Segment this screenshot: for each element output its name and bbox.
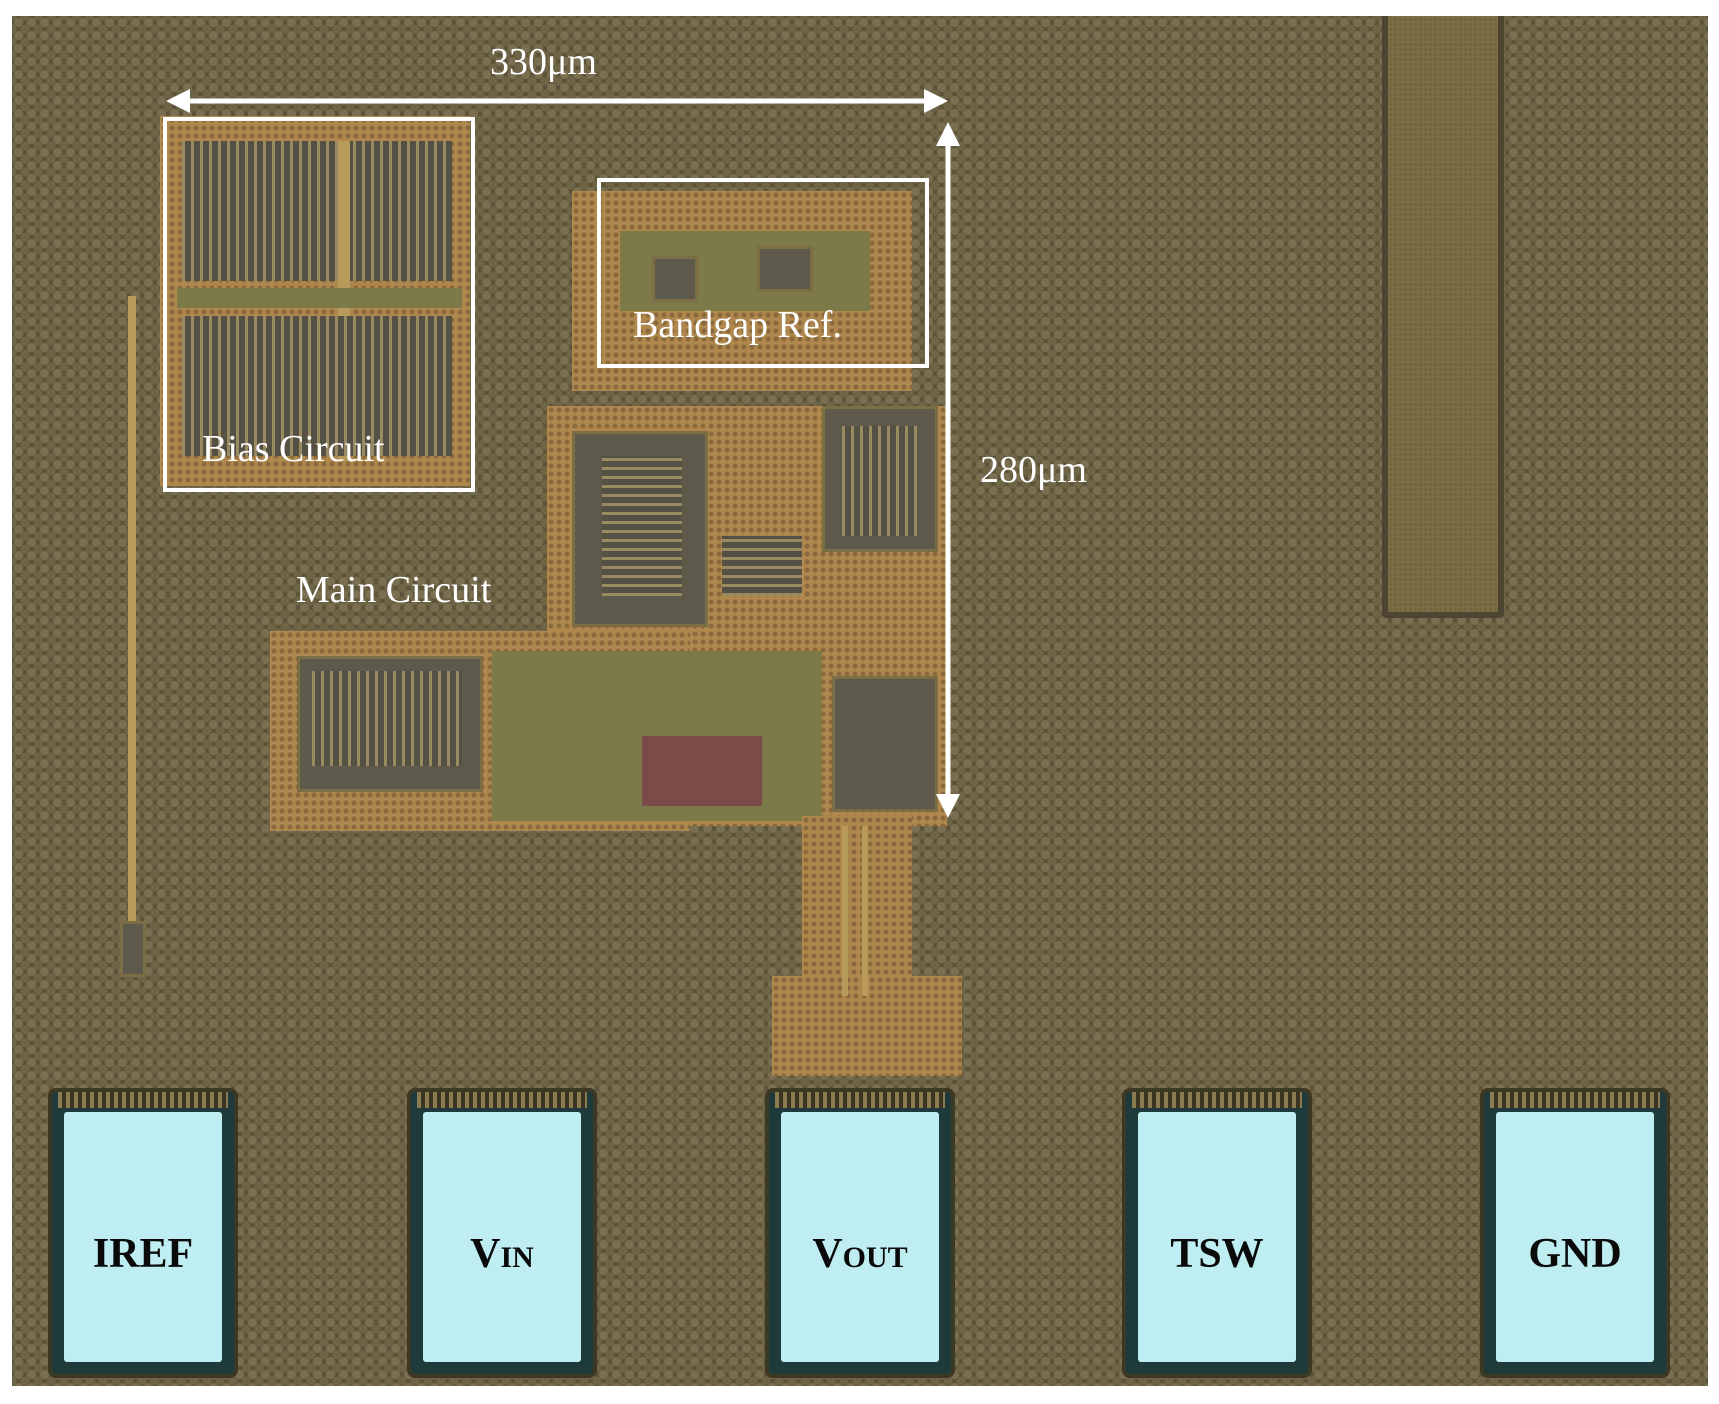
bias-circuit-array-bottom bbox=[182, 316, 452, 456]
left-trace-terminal bbox=[120, 921, 146, 977]
pad-vout-edge bbox=[775, 1092, 945, 1108]
main-circuit-array-a bbox=[602, 456, 682, 596]
pad-vin: VIN bbox=[407, 1088, 597, 1378]
chip-die-photo: IREF VIN VOUT TSW GND bbox=[12, 16, 1708, 1386]
pad-gnd-label: GND bbox=[1528, 1231, 1622, 1277]
vertical-metal-bar bbox=[1382, 16, 1504, 618]
pad-tsw-label: TSW bbox=[1170, 1231, 1264, 1277]
pad-gnd: GND bbox=[1480, 1088, 1670, 1378]
pad-iref-label: IREF bbox=[92, 1231, 194, 1277]
pad-vin-edge bbox=[417, 1092, 587, 1108]
width-arrow-left-head bbox=[166, 89, 190, 113]
pad-tsw-edge bbox=[1132, 1092, 1302, 1108]
height-arrow-top-head bbox=[936, 122, 960, 146]
left-vertical-trace bbox=[128, 296, 136, 976]
pad-gnd-edge bbox=[1490, 1092, 1660, 1108]
main-circuit-label: Main Circuit bbox=[296, 569, 492, 611]
pad-gnd-metal: GND bbox=[1496, 1112, 1654, 1362]
height-dimension-label: 280μm bbox=[980, 449, 1087, 491]
main-circuit-array-d bbox=[312, 671, 462, 766]
output-trace-1 bbox=[842, 826, 848, 996]
pad-tsw: TSW bbox=[1122, 1088, 1312, 1378]
main-circuit-array-b bbox=[842, 426, 917, 536]
pad-iref: IREF bbox=[48, 1088, 238, 1378]
pad-vin-label: VIN bbox=[470, 1231, 534, 1277]
pad-vout-label: VOUT bbox=[812, 1231, 908, 1277]
pad-vin-metal: VIN bbox=[423, 1112, 581, 1362]
bandgap-device-b bbox=[757, 246, 813, 292]
width-dimension-label: 330μm bbox=[490, 41, 597, 83]
pad-iref-metal: IREF bbox=[64, 1112, 222, 1362]
width-arrow-right-head bbox=[924, 89, 948, 113]
pad-tsw-metal: TSW bbox=[1138, 1112, 1296, 1362]
main-circuit-block-e bbox=[832, 676, 938, 812]
bandgap-ref-label: Bandgap Ref. bbox=[633, 304, 842, 346]
output-route-fill bbox=[802, 816, 912, 996]
bandgap-ref-box bbox=[597, 178, 929, 368]
bias-circuit-row bbox=[177, 288, 462, 308]
main-circuit-array-c bbox=[722, 536, 802, 596]
bias-circuit-array-top bbox=[182, 141, 452, 281]
bias-circuit-label: Bias Circuit bbox=[202, 428, 385, 470]
output-trace-2 bbox=[862, 826, 868, 996]
main-circuit-device-c bbox=[642, 736, 762, 806]
height-arrow-bottom-head bbox=[936, 794, 960, 818]
pad-vout: VOUT bbox=[765, 1088, 955, 1378]
bias-circuit-box bbox=[163, 117, 475, 492]
pad-vout-metal: VOUT bbox=[781, 1112, 939, 1362]
pad-iref-edge bbox=[58, 1092, 228, 1108]
bandgap-device-a bbox=[652, 256, 698, 302]
